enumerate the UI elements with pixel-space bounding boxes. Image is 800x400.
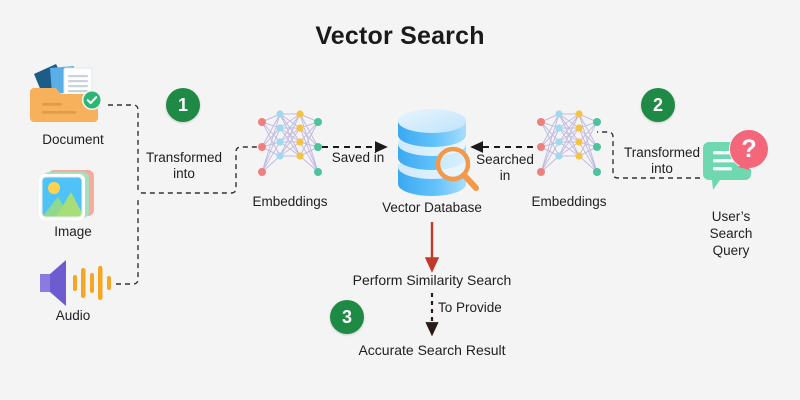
edge-label-searched-in: Searched in: [472, 152, 538, 184]
node-label-line-2: Search: [709, 226, 753, 241]
step-badge-3: 3: [330, 300, 364, 334]
svg-text:?: ?: [741, 135, 756, 163]
edge-label-to-provide: To Provide: [438, 300, 502, 315]
image-photo-icon: [39, 170, 94, 220]
source-label-audio: Audio: [55, 308, 91, 323]
edge-label-line-2: into: [173, 166, 195, 181]
neural-network-icon: [258, 110, 322, 176]
page-title: Vector Search: [315, 22, 485, 50]
edge-label-line-1: Transformed: [145, 150, 223, 165]
edge-label-transformed-into-left: Transformed into: [134, 150, 234, 182]
edge-label-line-1: Transformed: [623, 145, 701, 160]
node-label-embeddings-left: Embeddings: [252, 194, 328, 209]
source-label-image: Image: [54, 224, 92, 239]
node-label-embeddings-right: Embeddings: [531, 194, 607, 209]
audio-speaker-icon: [40, 260, 111, 306]
step-badge-2: 2: [641, 88, 675, 122]
edge-sources-to-embeddings: [108, 104, 258, 285]
node-label-line-3: Query: [712, 243, 750, 258]
database-search-icon: [398, 109, 479, 196]
document-folder-icon: [30, 64, 102, 122]
edge-label-saved-in: Saved in: [331, 150, 385, 165]
edge-label-transformed-into-right: Transformed into: [613, 145, 711, 177]
edge-query-to-embeddings-right: [597, 131, 700, 179]
node-label-line-1: User’s: [711, 209, 751, 224]
chat-question-icon: ?: [703, 129, 769, 190]
step-badge-1: 1: [166, 88, 200, 122]
source-label-document: Document: [42, 132, 104, 147]
node-label-perform-similarity-search: Perform Similarity Search: [352, 272, 512, 288]
node-label-accurate-search-result: Accurate Search Result: [358, 342, 506, 358]
edge-label-line-2: in: [499, 168, 511, 183]
node-label-vector-database: Vector Database: [382, 200, 482, 215]
edge-label-line-1: Searched: [476, 152, 534, 167]
neural-network-icon: [537, 110, 601, 176]
node-label-user-search-query: User’s Search Query: [689, 208, 773, 259]
edge-label-line-2: into: [651, 161, 673, 176]
